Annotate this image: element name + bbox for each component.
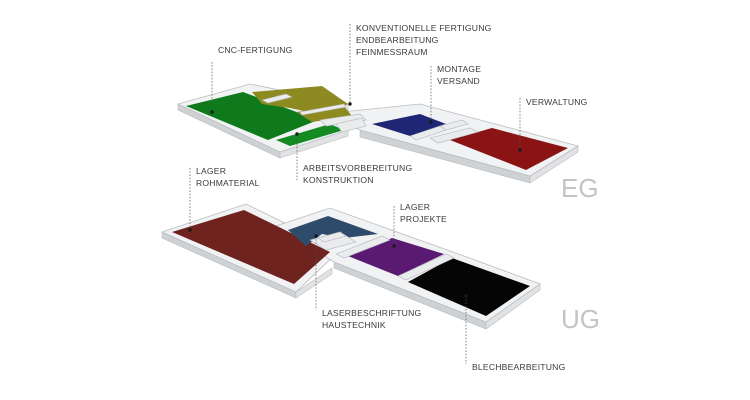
eg-floor [176, 83, 579, 184]
room-arbeitsvorbereitung [276, 124, 344, 146]
label-line: MONTAGE [437, 64, 481, 74]
leader-lines [188, 24, 522, 364]
label-arbeitsvorbereitung: ARBEITSVORBEREITUNG KONSTRUKTION [303, 163, 415, 185]
marker-lager-projekte [392, 244, 396, 248]
label-konventionelle-fertigung: KONVENTIONELLE FERTIGUNG ENDBEARBEITUNG … [356, 23, 494, 57]
marker-blechbearbeitung [464, 294, 468, 298]
label-lager-projekte: LAGER PROJEKTE [400, 202, 447, 224]
label-line: VERSAND [437, 76, 480, 86]
label-line: LAGER [400, 202, 430, 212]
floor-label-eg: EG [561, 173, 599, 203]
marker-arbeitsvorbereitung [295, 132, 299, 136]
marker-verwaltung [518, 148, 522, 152]
eg-inner-wall [299, 103, 347, 116]
eg-inner-wall [335, 117, 367, 133]
eg-inner-wall [261, 93, 293, 104]
label-blechbearbeitung: BLECHBEARBEITUNG [472, 362, 566, 372]
label-line: ROHMATERIAL [196, 178, 260, 188]
label-line: VERWALTUNG [526, 97, 588, 107]
label-line: ENDBEARBEITUNG [356, 35, 439, 45]
label-lager-rohmaterial: LAGER ROHMATERIAL [196, 166, 260, 188]
label-line: HAUSTECHNIK [322, 320, 386, 330]
room-lager-rohmaterial [172, 210, 330, 284]
label-line: FEINMESSRAUM [356, 47, 428, 57]
room-blechbearbeitung [408, 258, 530, 316]
ug-floor [160, 203, 541, 330]
room-verwaltung [450, 128, 568, 170]
room-cnc-fertigung [186, 92, 318, 140]
eg-inner-wall [429, 127, 479, 144]
marker-konventionell [348, 102, 352, 106]
room-montage-versand [372, 114, 446, 136]
marker-montage [429, 120, 433, 124]
label-montage-versand: MONTAGE VERSAND [437, 64, 484, 86]
label-verwaltung: VERWALTUNG [526, 97, 588, 107]
eg-inner-wall [319, 113, 367, 127]
label-line: KONSTRUKTION [303, 175, 374, 185]
label-laserbeschriftung: LASERBESCHRIFTUNG HAUSTECHNIK [322, 308, 424, 330]
label-line: LAGER [196, 166, 226, 176]
room-lager-projekte [348, 238, 444, 276]
label-line: ARBEITSVORBEREITUNG [303, 163, 412, 173]
label-cnc-fertigung: CNC-FERTIGUNG [218, 45, 293, 55]
label-line: PROJEKTE [400, 214, 447, 224]
eg-inner-wall [439, 119, 469, 131]
ug-inner-wall [335, 235, 391, 259]
marker-laserbeschriftung [314, 234, 318, 238]
label-line: LASERBESCHRIFTUNG [322, 308, 421, 318]
room-laserbeschriftung [288, 216, 378, 246]
label-line: CNC-FERTIGUNG [218, 45, 293, 55]
marker-cnc [210, 110, 214, 114]
floor-label-ug: UG [561, 304, 600, 334]
ug-inner-wall [397, 253, 455, 281]
label-line: KONVENTIONELLE FERTIGUNG [356, 23, 492, 33]
marker-lager-rohmaterial [188, 228, 192, 232]
ug-inner-wall [317, 231, 347, 243]
ug-slab-side-mid [295, 267, 333, 299]
label-line: BLECHBEARBEITUNG [472, 362, 566, 372]
